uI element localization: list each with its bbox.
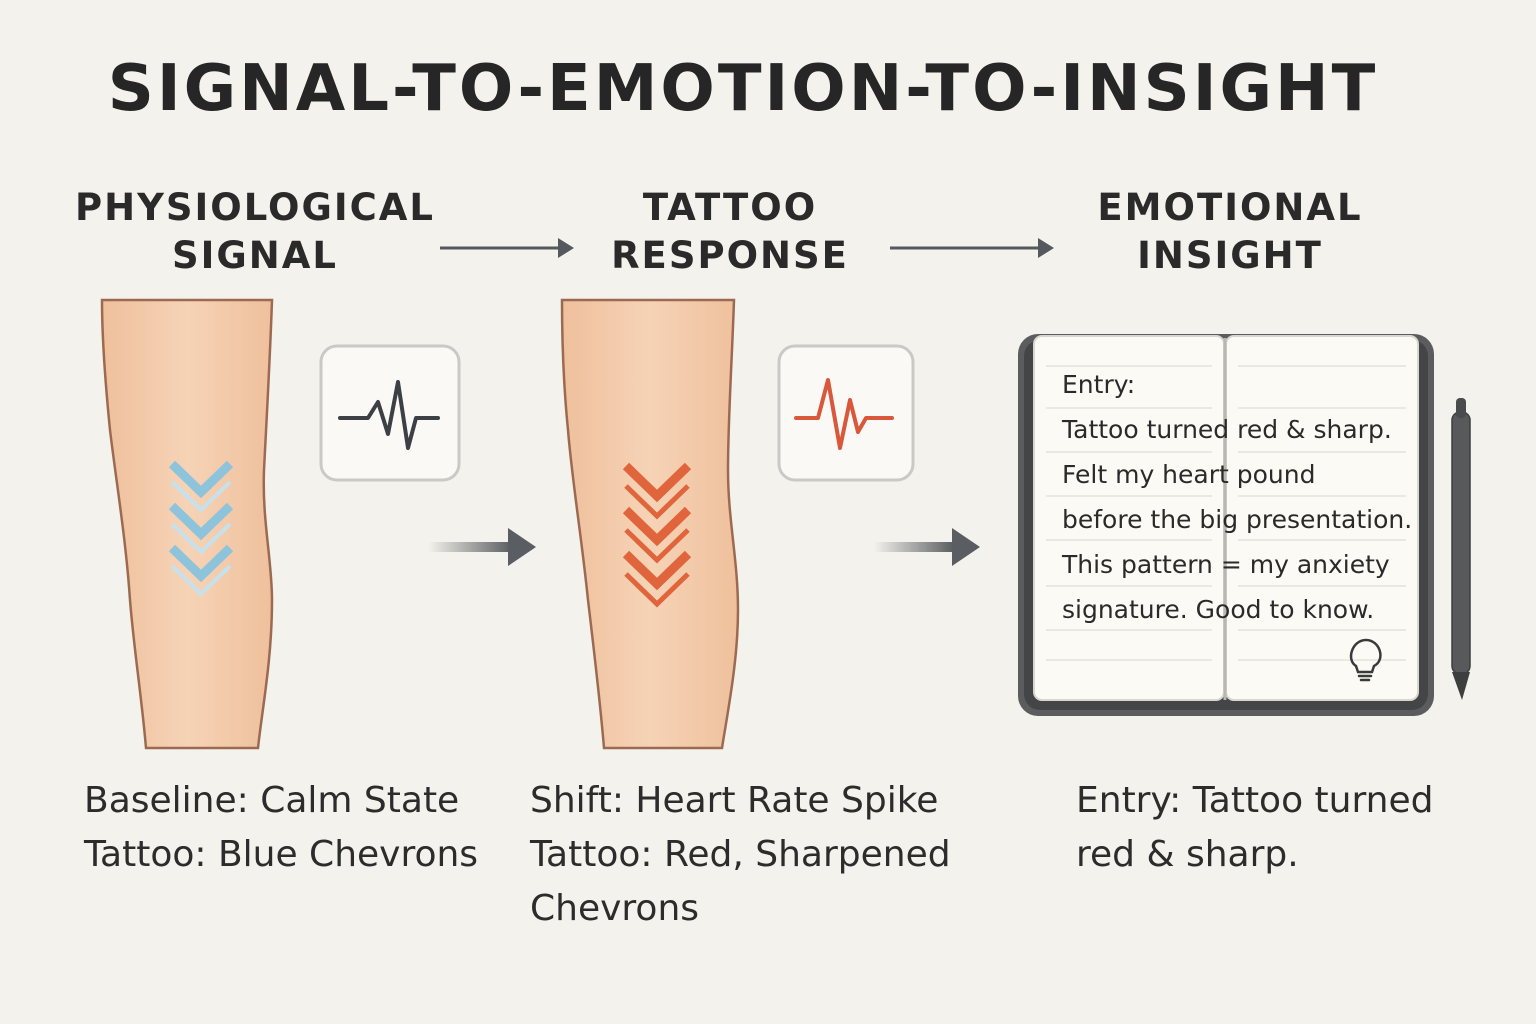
caption-response: Shift: Heart Rate Spike Tattoo: Red, Sha… (530, 780, 951, 929)
journal-line: signature. Good to know. (1062, 595, 1375, 624)
pen-icon (1451, 398, 1471, 700)
heartbeat-icon (338, 380, 440, 450)
heartbeat-icon (794, 378, 894, 450)
journal-line: before the big presentation. (1062, 505, 1413, 534)
flow-arrow-2 (874, 528, 980, 566)
chevron-tattoo-calm (168, 460, 234, 597)
flow-arrow-1 (428, 528, 536, 566)
stage-heading-response: TATTOO RESPONSE (611, 186, 849, 277)
arm-response (560, 298, 740, 750)
diagram-title: SIGNAL-TO-EMOTION-TO-INSIGHT (107, 52, 1379, 126)
stage-heading-insight: EMOTIONAL INSIGHT (1097, 186, 1363, 277)
header-arrow-2 (890, 238, 1054, 258)
journal-line: Tattoo turned red & sharp. (1062, 415, 1392, 444)
journal-entry-text: Entry: Tattoo turned red & sharp. Felt m… (1062, 362, 1422, 632)
chevron-tattoo-alert (622, 462, 692, 608)
header-arrow-1 (440, 238, 574, 258)
caption-signal: Baseline: Calm State Tattoo: Blue Chevro… (84, 780, 479, 875)
caption-insight: Entry: Tattoo turned red & sharp. (1076, 780, 1434, 875)
stage-heading-signal: PHYSIOLOGICAL SIGNAL (75, 186, 435, 277)
journal-line: This pattern = my anxiety (1062, 550, 1390, 579)
journal-notebook (1018, 334, 1434, 716)
journal-line: Entry: (1062, 370, 1136, 399)
heartbeat-card-spike (777, 344, 915, 482)
journal-line: Felt my heart pound (1062, 460, 1316, 489)
lightbulb-icon (1349, 638, 1382, 682)
heartbeat-card-calm (319, 344, 461, 482)
